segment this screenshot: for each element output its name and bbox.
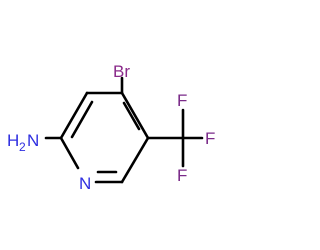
amine-nitrogen-label: N xyxy=(27,131,39,150)
fluorine-atom-label-1: F xyxy=(177,91,187,110)
ring-nitrogen-label: N xyxy=(79,174,91,193)
bond-c5-c6 xyxy=(120,136,150,184)
bond-c4-c5 xyxy=(120,91,150,140)
bromine-atom-label: Br xyxy=(113,62,130,81)
bond-c2-c3 xyxy=(59,91,89,140)
amine-hydrogen-label: H xyxy=(7,131,19,150)
bond-n1-c2 xyxy=(59,136,80,170)
fluorine-atom-label-2: F xyxy=(205,129,215,148)
bond-c4-c5-inner xyxy=(122,101,141,131)
molecule-structure: Br H 2 N N F F F xyxy=(7,62,215,193)
fluorine-atom-label-3: F xyxy=(177,166,187,185)
amine-hydrogen-count: 2 xyxy=(19,140,26,154)
bond-c2-c3-inner xyxy=(70,100,94,139)
